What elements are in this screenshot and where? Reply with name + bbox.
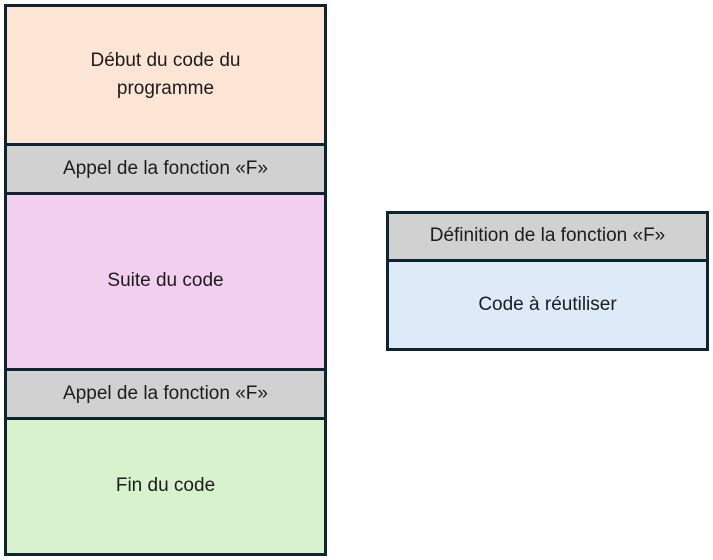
block-reusable-code: Code à réutiliser xyxy=(386,259,709,351)
block-function-call-2-label: Appel de la fonction «F» xyxy=(63,382,268,404)
block-code-continuation: Suite du code xyxy=(4,192,327,371)
block-program-start-label: Début du code du programme xyxy=(90,49,241,100)
block-function-call-2: Appel de la fonction «F» xyxy=(4,368,327,420)
block-function-definition-header-label: Définition de la fonction «F» xyxy=(429,225,666,247)
block-reusable-code-label: Code à réutiliser xyxy=(478,293,617,315)
block-function-definition-header: Définition de la fonction «F» xyxy=(386,211,709,262)
block-program-end: Fin du code xyxy=(4,417,327,556)
function-definition-group: Définition de la fonction «F» Code à réu… xyxy=(386,211,709,351)
block-code-continuation-label: Suite du code xyxy=(107,270,224,292)
block-function-call-1-label: Appel de la fonction «F» xyxy=(63,157,268,179)
block-function-call-1: Appel de la fonction «F» xyxy=(4,143,327,195)
block-program-start: Début du code du programme xyxy=(4,4,327,146)
main-program-column: Début du code du programme Appel de la f… xyxy=(4,4,327,556)
block-program-end-label: Fin du code xyxy=(115,475,216,497)
